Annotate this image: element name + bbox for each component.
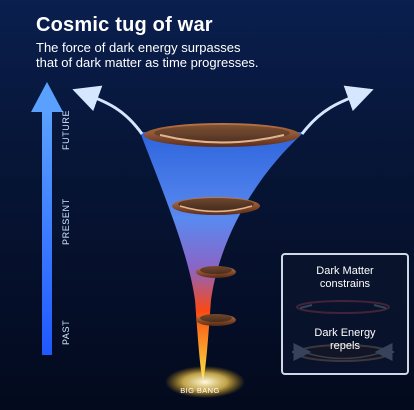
timeline-arrow (31, 82, 63, 355)
ring-mid-low (196, 266, 236, 278)
timeline-label-present: PRESENT (61, 198, 71, 245)
timeline-arrowhead (31, 82, 63, 112)
legend-box: Dark Matter constrains Dark Energy repel… (281, 253, 409, 375)
subtitle: The force of dark energy surpasses that … (36, 40, 396, 70)
ring-top (144, 123, 300, 147)
ring-low (196, 314, 236, 326)
big-bang-label: BIG BANG (180, 386, 220, 395)
legend-dark-matter-line-1: Dark Matter (316, 265, 374, 277)
title: Cosmic tug of war (36, 14, 213, 36)
legend-dark-energy-line-2: repels (330, 340, 360, 352)
legend-dark-energy-line-1: Dark Energy (314, 327, 376, 339)
big-bang-glow (165, 366, 245, 398)
legend-dark-matter-line-2: constrains (319, 278, 371, 290)
timeline-label-future: FUTURE (61, 109, 71, 150)
expansion-funnel (140, 132, 304, 380)
subtitle-line-2: that of dark matter as time progresses. (36, 55, 259, 70)
timeline-label-past: PAST (61, 319, 71, 345)
subtitle-line-1: The force of dark energy surpasses (36, 40, 241, 55)
expansion-arrow-left (72, 85, 144, 135)
expansion-arrow-right (300, 85, 374, 135)
timeline-bar (42, 110, 52, 355)
ring-mid-high (172, 197, 260, 215)
